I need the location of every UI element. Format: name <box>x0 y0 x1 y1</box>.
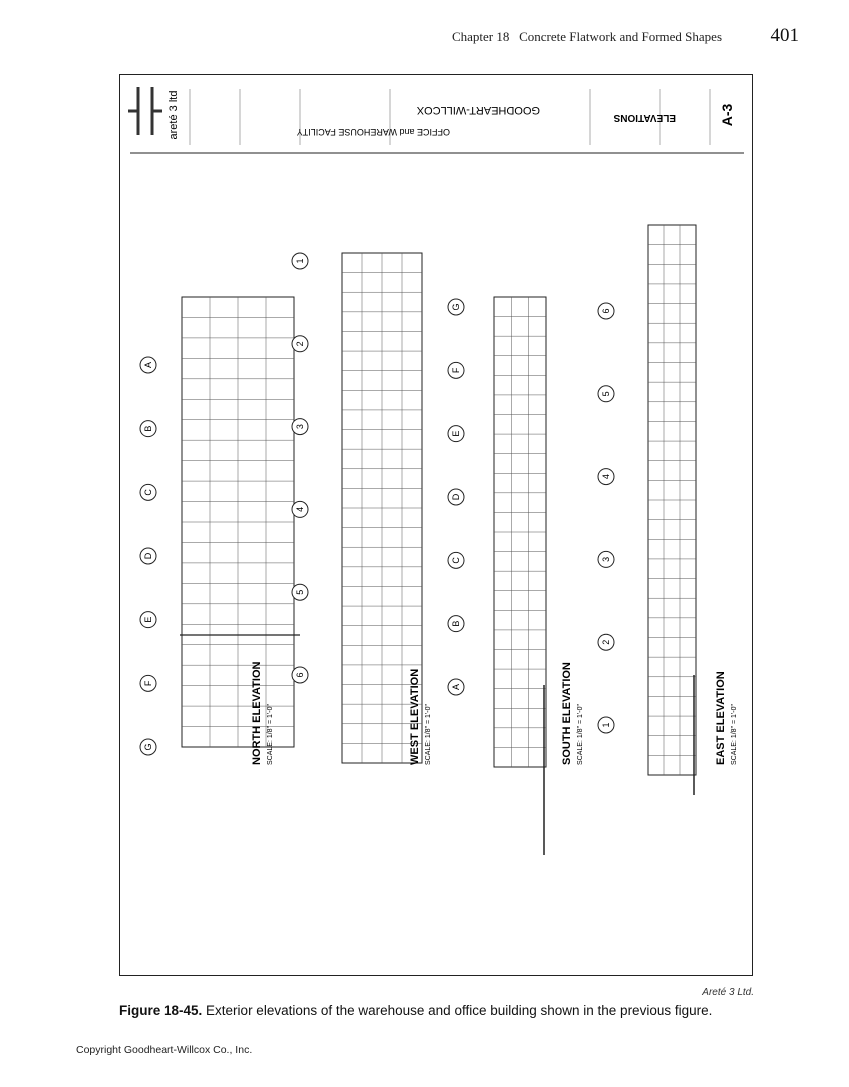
figure-caption: Figure 18-45. Exterior elevations of the… <box>119 1003 759 1018</box>
page-number: 401 <box>770 25 800 46</box>
west-grid-bubble <box>291 252 309 270</box>
east-grid-bubble <box>597 550 615 568</box>
south-elevation: SOUTH ELEVATION SCALE: 1/8" = 1'-0" A B C D… <box>447 296 584 855</box>
north-grid-bubble-label: G <box>143 743 153 750</box>
south-grid-bubble <box>447 615 465 633</box>
north-grid-bubble-label: B <box>143 426 153 432</box>
chapter-label: Chapter 18 <box>451 29 510 44</box>
south-grid-bubble <box>447 425 465 443</box>
west-grid-bubble-label: 4 <box>295 507 305 512</box>
north-grid-bubble-label: F <box>143 680 153 686</box>
project-title: OFFICE and WAREHOUSE FACILITY <box>297 127 450 137</box>
south-elevation-scale: SCALE: 1/8" = 1'-0" <box>577 704 584 765</box>
south-grid-bubble <box>447 361 465 379</box>
west-grid-bubble-label: 6 <box>295 672 305 677</box>
west-grid-bubble-label: 2 <box>295 341 305 346</box>
sheet-title: ELEVATIONS <box>613 112 676 123</box>
east-grid-bubble-label: 3 <box>601 557 611 562</box>
west-grid-bubble <box>291 418 309 436</box>
east-grid-bubble <box>597 633 615 651</box>
west-grid-bubble <box>291 583 309 601</box>
east-grid-bubble <box>597 385 615 403</box>
south-grid-bubble <box>447 488 465 506</box>
south-grid-bubble-label: F <box>451 367 461 373</box>
north-grid-bubble <box>139 738 157 756</box>
north-grid-bubble <box>139 420 157 438</box>
east-grid-bubble-label: 2 <box>601 640 611 645</box>
south-grid-bubble-label: C <box>451 557 461 564</box>
south-grid-bubble <box>447 298 465 316</box>
west-elevation-title: WEST ELEVATION <box>409 669 421 765</box>
north-grid-bubble <box>139 547 157 565</box>
chapter-heading: Chapter 18 Concrete Flatwork and Formed … <box>452 29 722 45</box>
client-name: GOODHEART-WILLCOX <box>416 104 540 116</box>
west-grid-bubble <box>291 500 309 518</box>
west-grid-bubble <box>291 666 309 684</box>
east-grid-bubble <box>597 302 615 320</box>
copyright-notice: Copyright Goodheart-Willcox Co., Inc. <box>76 1044 253 1056</box>
north-grid-bubble <box>139 356 157 374</box>
east-elevation-title: EAST ELEVATION <box>715 671 727 765</box>
west-grid-bubble <box>291 335 309 353</box>
east-elevation: EAST ELEVATION SCALE: 1/8" = 1'-0" 1 2 3 4 5… <box>597 224 738 795</box>
elevations-drawing: areté 3 ltd OFFICE and WAREHOUSE FACILIT… <box>119 74 753 976</box>
south-grid-bubble-label: D <box>451 493 461 500</box>
sheet-number: A-3 <box>719 104 735 127</box>
north-grid-bubble <box>139 674 157 692</box>
west-grid-bubble-label: 1 <box>295 258 305 263</box>
south-grid-bubble-label: E <box>451 431 461 437</box>
east-elevation-scale: SCALE: 1/8" = 1'-0" <box>731 704 738 765</box>
east-grid-bubble-label: 1 <box>601 722 611 727</box>
west-grid-bubble-label: 5 <box>295 590 305 595</box>
north-elevation-title: NORTH ELEVATION <box>251 661 263 765</box>
south-grid-bubble-label: B <box>451 621 461 627</box>
title-block-lines <box>189 89 711 145</box>
section-label: Concrete Flatwork and Formed Shapes <box>519 29 722 44</box>
south-elevation-title: SOUTH ELEVATION <box>561 662 573 765</box>
south-grid-bubble-label: A <box>451 684 461 690</box>
north-grid-bubble-label: E <box>143 617 153 623</box>
figure-caption-text: Exterior elevations of the warehouse and… <box>206 1003 713 1018</box>
west-grid-bubble-label: 3 <box>295 424 305 429</box>
east-grid-bubble-label: 4 <box>601 474 611 479</box>
north-grid-bubble <box>139 611 157 629</box>
south-grid-bubble-label: G <box>451 303 461 310</box>
west-elevation: WEST ELEVATION SCALE: 1/8" = 1'-0" 6 5 4 3 2… <box>291 252 432 765</box>
drawing-svg: areté 3 ltd OFFICE and WAREHOUSE FACILIT… <box>128 87 744 855</box>
firm-logo-text: areté 3 ltd <box>168 91 180 140</box>
south-grid-bubble <box>447 551 465 569</box>
running-head: Chapter 18 Concrete Flatwork and Formed … <box>0 25 849 47</box>
north-grid-bubble-label: D <box>143 552 153 559</box>
figure-label: Figure 18-45. <box>119 1003 203 1018</box>
image-credit: Areté 3 Ltd. <box>702 987 754 998</box>
east-grid-bubble-label: 6 <box>601 308 611 313</box>
firm-logo: areté 3 ltd <box>128 87 180 139</box>
north-grid-bubble-label: A <box>143 362 153 368</box>
north-grid-bubble <box>139 483 157 501</box>
south-grid-bubble <box>447 678 465 696</box>
east-grid-bubble <box>597 468 615 486</box>
north-elevation: NORTH ELEVATION SCALE: 1/8" = 1'-0" G F E D… <box>139 296 300 765</box>
east-grid-bubble <box>597 716 615 734</box>
west-elevation-scale: SCALE: 1/8" = 1'-0" <box>425 704 432 765</box>
north-elevation-scale: SCALE: 1/8" = 1'-0" <box>267 704 274 765</box>
north-grid-bubble-label: C <box>143 489 153 496</box>
east-grid-bubble-label: 5 <box>601 391 611 396</box>
